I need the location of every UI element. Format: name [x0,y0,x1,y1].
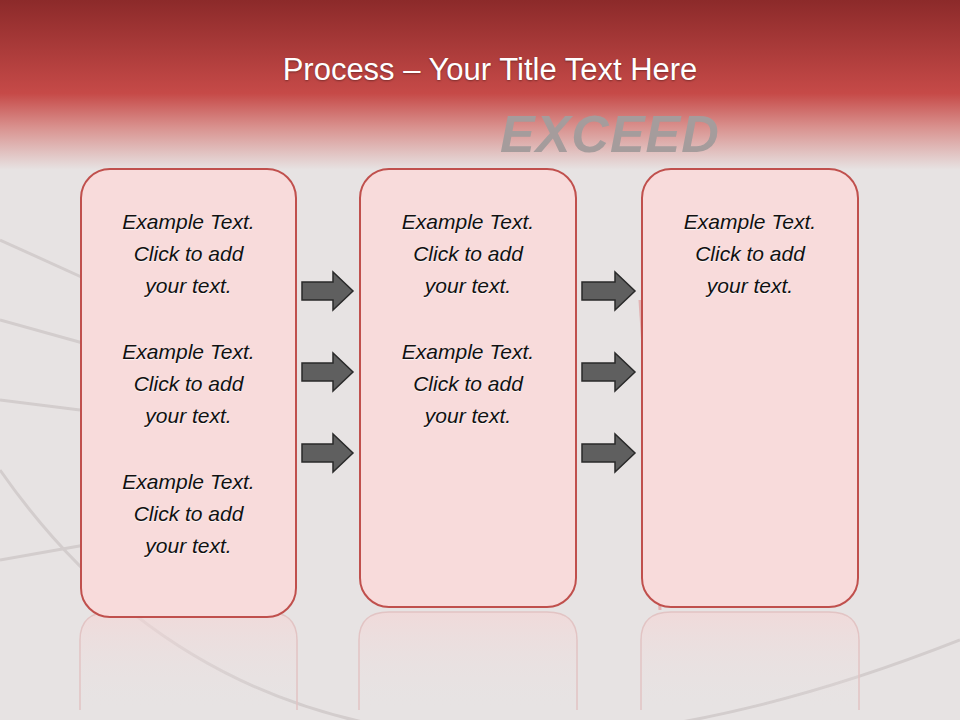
block-arrow [582,272,635,310]
box-text: Example Text. Click to add your text. [114,206,264,302]
box-text: Example Text. Click to add your text. [393,206,543,302]
block-arrow [302,434,353,472]
process-box: Example Text. Click to add your text. Exa… [359,168,577,608]
box-text: Example Text. Click to add your text. [675,206,825,302]
box-text: Example Text. Click to add your text. [393,336,543,432]
block-arrow [582,353,635,391]
block-arrow [302,272,353,310]
box-text: Example Text. Click to add your text. [114,336,264,432]
box-text: Example Text. Click to add your text. [114,466,264,562]
block-arrow [302,353,353,391]
process-box: Example Text. Click to add your text. [641,168,859,608]
block-arrow [582,434,635,472]
box-reflections [80,612,859,710]
process-box: Example Text. Click to add your text. Exa… [80,168,297,618]
watermark-text: EXCEED [500,104,720,164]
slide-title: Process – Your Title Text Here [0,52,960,88]
